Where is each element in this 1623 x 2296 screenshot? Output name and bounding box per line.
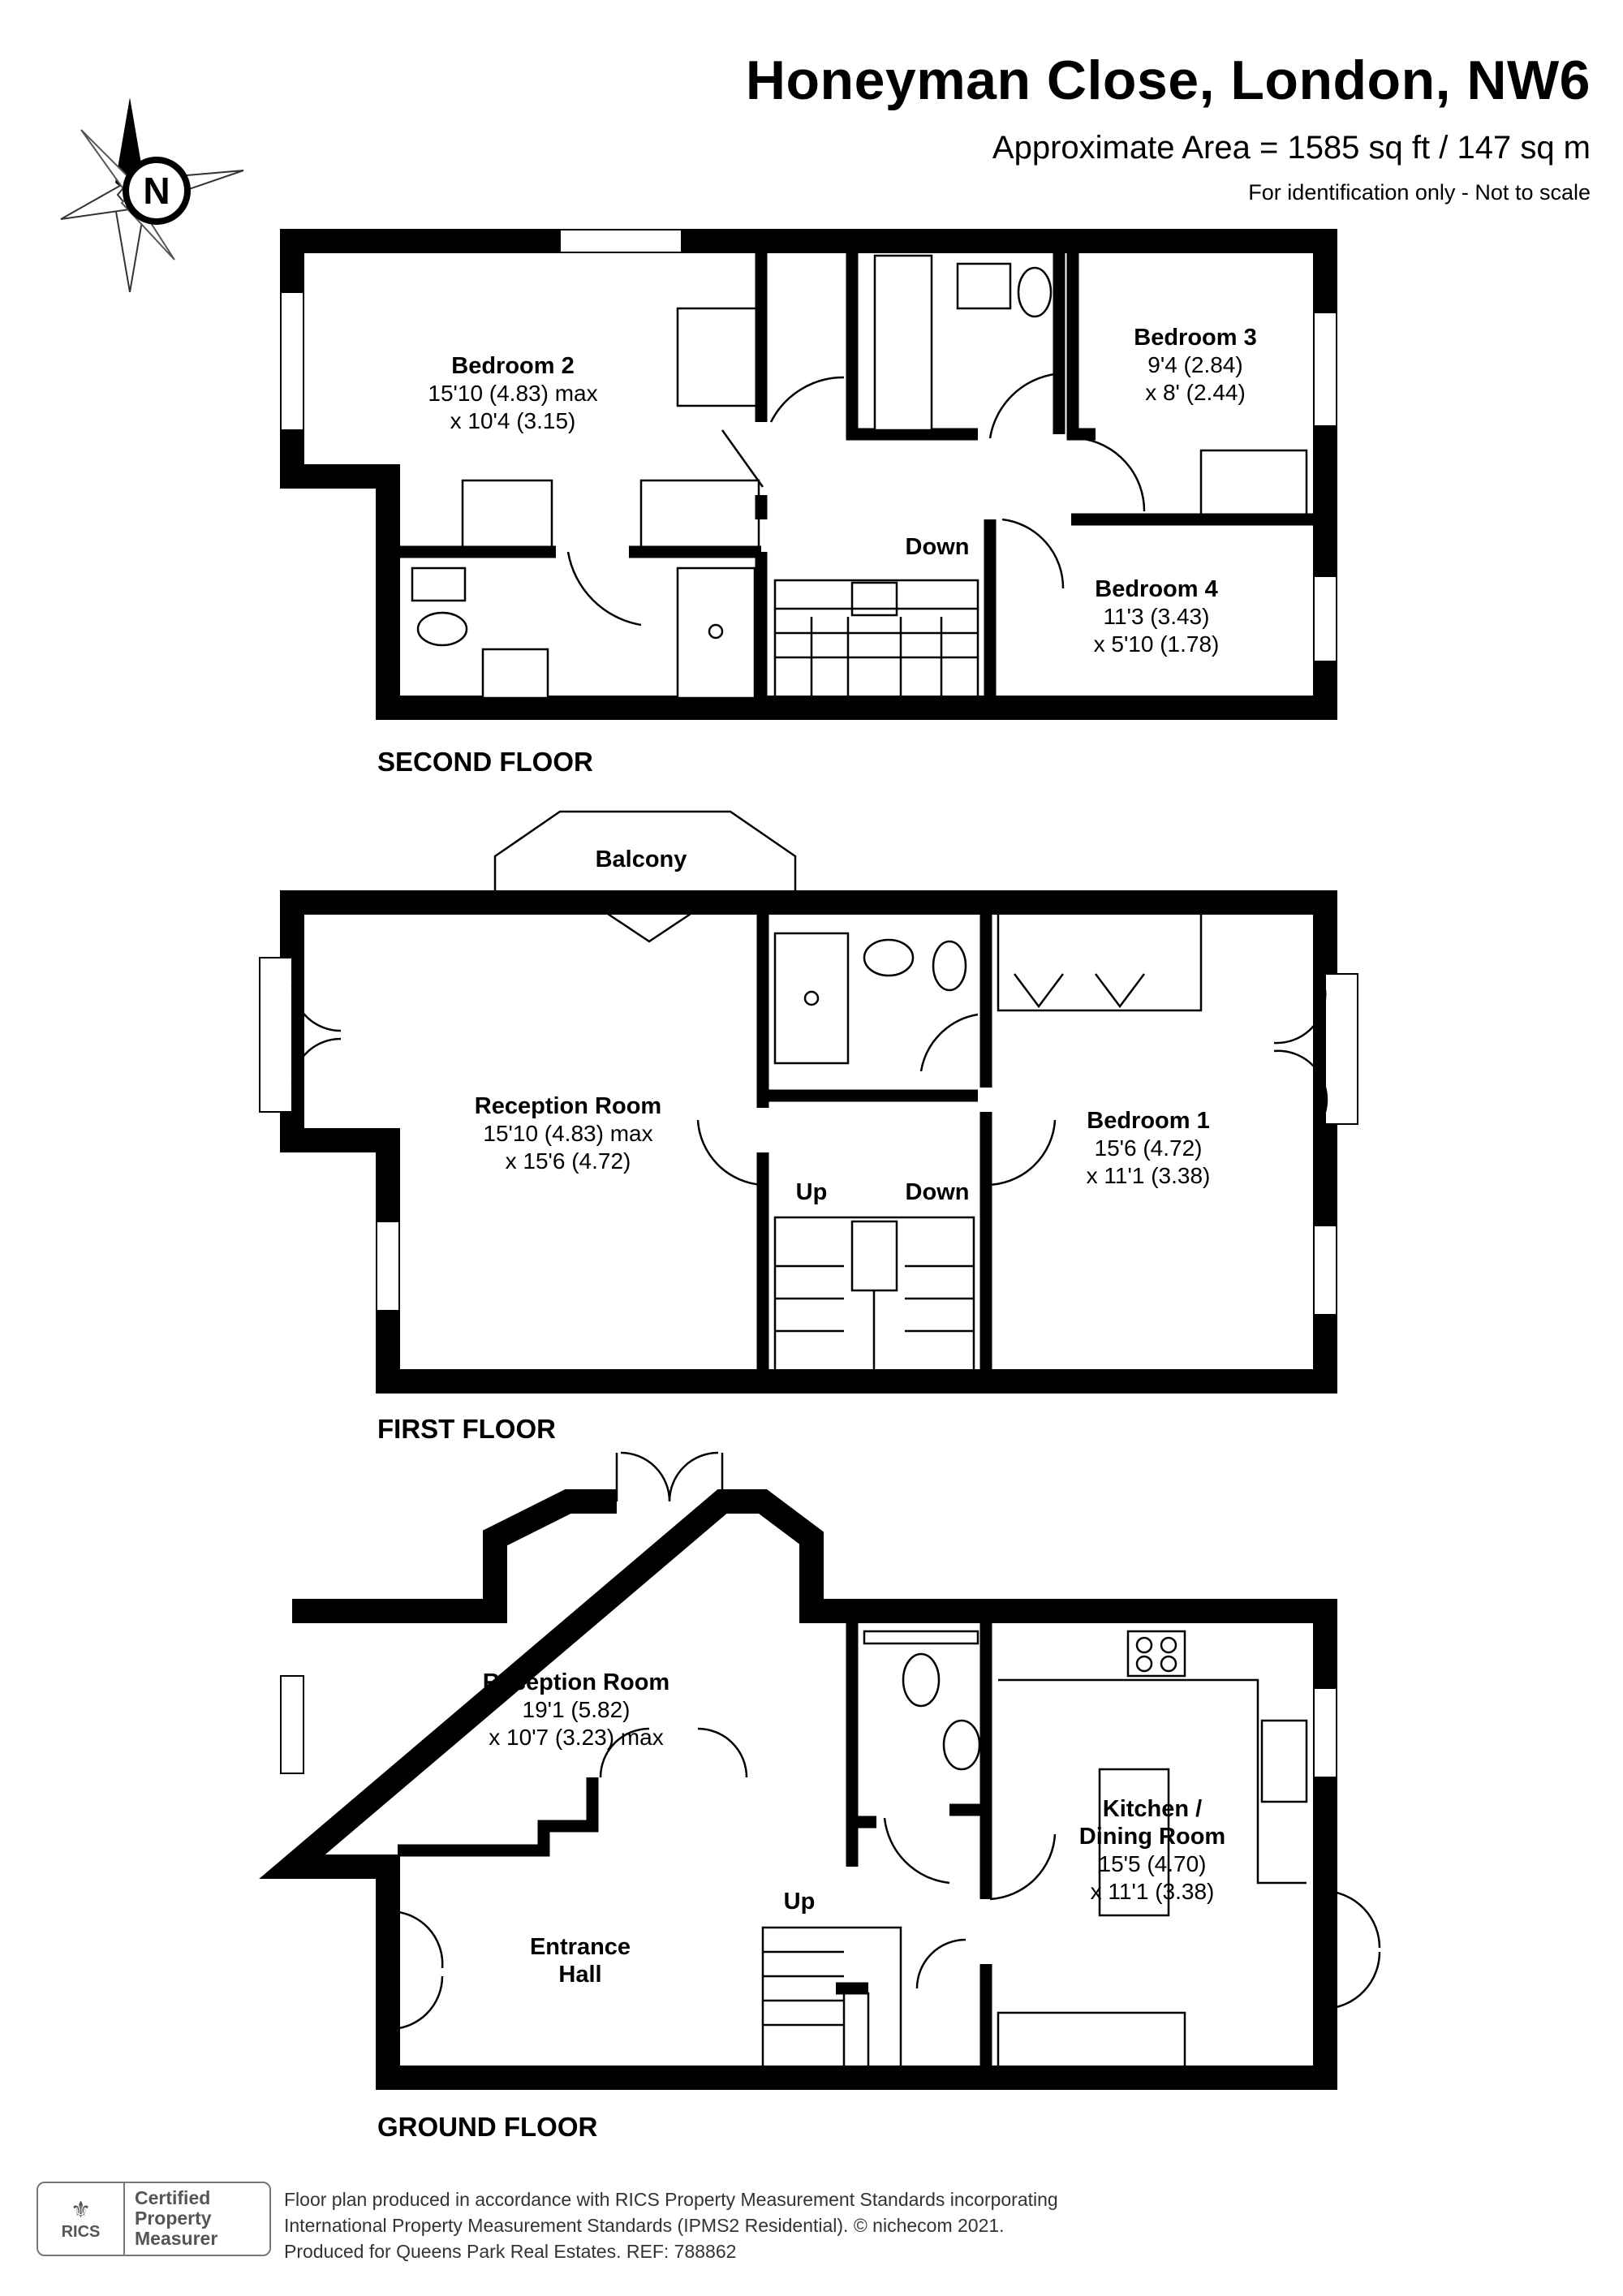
room-label: Kitchen / xyxy=(1103,1796,1202,1822)
rics-logo-text: RICS xyxy=(61,2223,101,2241)
compass-icon: N xyxy=(60,97,244,293)
footer-notes: Floor plan produced in accordance with R… xyxy=(284,2186,1058,2264)
room-dimension: x 8' (2.44) xyxy=(1145,380,1246,405)
footer-line: Floor plan produced in accordance with R… xyxy=(284,2189,1058,2210)
badge-line: Certified xyxy=(135,2187,211,2208)
first-floor-plan: Balcony Reception Room 15'10 (4.83) max … xyxy=(259,810,1358,1444)
room-label: Reception Room xyxy=(475,1093,661,1119)
room-label: Bedroom 4 xyxy=(1095,576,1217,602)
room-dimension: x 11'1 (3.38) xyxy=(1087,1163,1211,1188)
stairs-label: Down xyxy=(906,1179,970,1205)
floor-label: SECOND FLOOR xyxy=(377,747,593,777)
rics-certified-badge: ⚜ RICS Certified Property Measurer xyxy=(37,2182,271,2256)
room-label: Bedroom 3 xyxy=(1134,325,1256,351)
stairs-label: Up xyxy=(784,1889,816,1915)
ground-floor-plan: Reception Room 19'1 (5.82) x 10'7 (3.23)… xyxy=(259,1451,1381,2142)
room-label: Reception Room xyxy=(483,1669,669,1695)
badge-line: Measurer xyxy=(135,2228,218,2249)
footer-line: Produced for Queens Park Real Estates. R… xyxy=(284,2241,737,2262)
rics-logo-icon: ⚜ RICS xyxy=(38,2183,125,2255)
room-label: Bedroom 1 xyxy=(1087,1108,1209,1134)
room-label: Dining Room xyxy=(1079,1824,1225,1850)
footer-line: International Property Measurement Stand… xyxy=(284,2215,1005,2236)
room-label: Balcony xyxy=(596,846,687,872)
stairs-label: Down xyxy=(906,534,970,560)
floor-label: FIRST FLOOR xyxy=(377,1414,556,1444)
room-dimension: 15'10 (4.83) max xyxy=(428,381,597,406)
room-dimension: x 10'4 (3.15) xyxy=(450,408,576,433)
compass-letter: N xyxy=(143,170,170,212)
room-label: Hall xyxy=(558,1962,601,1988)
scale-note: For identification only - Not to scale xyxy=(1248,180,1591,205)
second-floor-plan: Bedroom 2 15'10 (4.83) max x 10'4 (3.15)… xyxy=(280,229,1337,777)
room-dimension: 19'1 (5.82) xyxy=(523,1697,631,1722)
room-dimension: 15'6 (4.72) xyxy=(1095,1135,1203,1161)
approximate-area: Approximate Area = 1585 sq ft / 147 sq m xyxy=(992,130,1591,166)
room-label: Bedroom 2 xyxy=(451,353,574,379)
room-dimension: x 15'6 (4.72) xyxy=(506,1148,631,1174)
room-dimension: 9'4 (2.84) xyxy=(1147,352,1242,377)
page-title: Honeyman Close, London, NW6 xyxy=(745,50,1591,111)
stairs-label: Up xyxy=(796,1179,828,1205)
room-dimension: 15'10 (4.83) max xyxy=(483,1121,652,1146)
room-dimension: 11'3 (3.43) xyxy=(1104,604,1210,629)
room-label: Entrance xyxy=(530,1934,631,1960)
room-dimension: x 10'7 (3.23) max xyxy=(489,1725,663,1750)
floor-label: GROUND FLOOR xyxy=(377,2112,597,2142)
badge-line: Property xyxy=(135,2208,212,2229)
room-dimension: 15'5 (4.70) xyxy=(1099,1851,1207,1876)
room-dimension: x 11'1 (3.38) xyxy=(1091,1879,1215,1904)
room-dimension: x 5'10 (1.78) xyxy=(1094,631,1220,657)
